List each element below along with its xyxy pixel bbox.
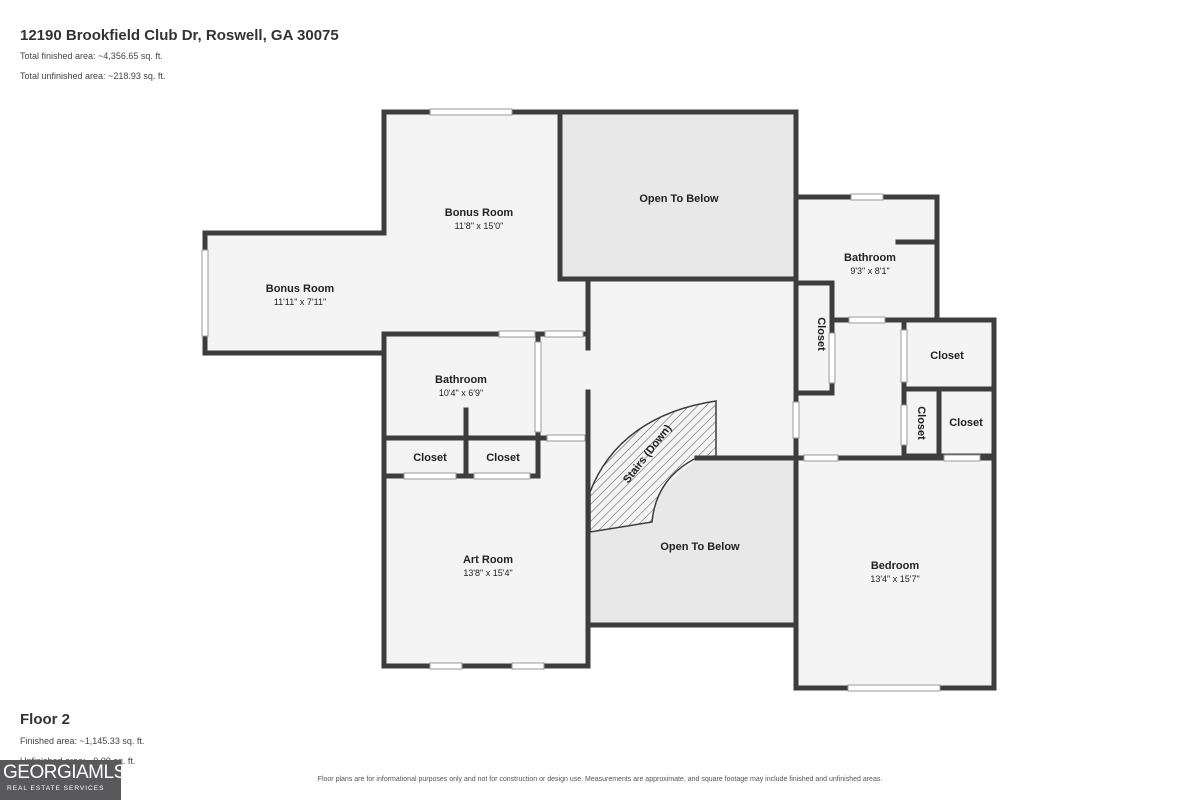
openings bbox=[201, 108, 981, 692]
disclaimer-text: Floor plans are for informational purpos… bbox=[317, 776, 883, 783]
closet-left-2-label: Closet bbox=[486, 452, 520, 464]
closet-right-small-label: Closet bbox=[949, 417, 983, 429]
total-unfinished-area: Total unfinished area: ~218.93 sq. ft. bbox=[20, 71, 166, 81]
logo-wordmark: GEORGIAMLS bbox=[3, 762, 126, 783]
bonus-room-upper-label: Bonus Room bbox=[445, 207, 514, 219]
bathroom-left-dims: 10'4" x 6'9" bbox=[439, 388, 483, 398]
art-room-label: Art Room bbox=[463, 554, 513, 566]
bonus-room-left-label: Bonus Room bbox=[266, 283, 335, 295]
georgia-mls-logo: GEORGIAMLS REAL ESTATE SERVICES bbox=[0, 760, 126, 800]
address-title: 12190 Brookfield Club Dr, Roswell, GA 30… bbox=[20, 27, 339, 44]
closet-left-1-label: Closet bbox=[413, 452, 447, 464]
logo-tagline: REAL ESTATE SERVICES bbox=[7, 785, 105, 792]
bathroom-right-label: Bathroom bbox=[844, 252, 896, 264]
floor-title: Floor 2 bbox=[20, 711, 71, 728]
bedroom-dims: 13'4" x 15'7" bbox=[870, 574, 919, 584]
open-to-below-top-label: Open To Below bbox=[639, 193, 719, 205]
art-room-dims: 13'8" x 15'4" bbox=[463, 568, 512, 578]
open-areas bbox=[560, 113, 796, 625]
closet-vertical-1-label: Closet bbox=[815, 317, 827, 351]
bathroom-right-dims: 9'3" x 8'1" bbox=[850, 266, 889, 276]
floor-finished-area: Finished area: ~1,145.33 sq. ft. bbox=[20, 736, 145, 746]
open-to-below-bottom-label: Open To Below bbox=[660, 541, 740, 553]
stairs bbox=[589, 400, 717, 533]
bedroom-label: Bedroom bbox=[871, 560, 920, 572]
bonus-room-left-dims: 11'11" x 7'11" bbox=[274, 297, 326, 307]
bonus-room-upper-dims: 11'8" x 15'0" bbox=[455, 221, 504, 231]
bathroom-left-label: Bathroom bbox=[435, 374, 487, 386]
total-finished-area: Total finished area: ~4,356.65 sq. ft. bbox=[20, 51, 163, 61]
closet-right-top-label: Closet bbox=[930, 350, 964, 362]
closet-vertical-2-label: Closet bbox=[915, 406, 927, 440]
